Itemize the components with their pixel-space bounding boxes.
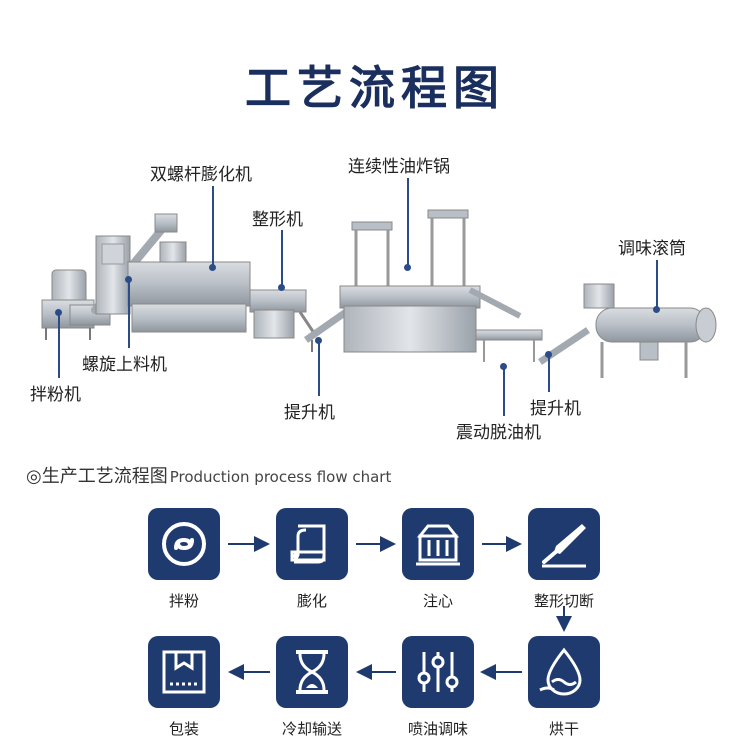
leader-line (281, 230, 283, 286)
leader-dot (545, 351, 552, 358)
elevator-1-machine (303, 309, 349, 352)
step-puffing: 膨化 (274, 508, 350, 611)
leader-dot (500, 363, 507, 370)
knife-icon (542, 524, 586, 568)
shaper-machine (249, 289, 318, 339)
leader-dot (125, 276, 132, 283)
leader-line (503, 366, 505, 416)
scroll-icon (290, 524, 326, 564)
swirl-icon (162, 522, 206, 566)
step-tile (276, 636, 348, 708)
step-label: 注心 (422, 592, 453, 610)
leader-line (548, 354, 550, 392)
leader-dot (55, 309, 62, 316)
step-oil-seasoning: 喷油调味 (400, 636, 476, 739)
water-drop-icon (539, 647, 582, 696)
step-cooling-conveying: 冷却输送 (274, 636, 350, 739)
leader-line (128, 278, 130, 348)
leader-dot (653, 306, 660, 313)
sliders-icon (417, 652, 459, 692)
step-tile (148, 636, 220, 708)
subtitle-zh: 生产工艺流程图 (41, 466, 168, 487)
step-label: 冷却输送 (281, 720, 342, 738)
seasoning-drum-machine (583, 283, 717, 378)
fryer-machine (339, 209, 522, 353)
leader-line (212, 186, 214, 266)
step-label: 膨化 (296, 592, 327, 610)
subtitle-symbol: ◎ (26, 466, 42, 487)
leader-line (407, 178, 409, 266)
step-label: 拌粉 (168, 592, 199, 610)
step-tile (528, 636, 600, 708)
label-fryer: 连续性油炸锅 (348, 157, 450, 177)
label-elevator-1: 提升机 (284, 403, 335, 423)
label-deoiler: 震动脱油机 (456, 423, 541, 443)
leader-line (656, 260, 658, 308)
package-icon (162, 650, 206, 694)
step-label: 整形切断 (533, 592, 594, 610)
leader-line (58, 312, 60, 378)
label-shaper: 整形机 (252, 210, 303, 230)
deoiler-machine (475, 329, 543, 362)
page-title: 工艺流程图 (245, 61, 505, 115)
step-label: 喷油调味 (407, 720, 468, 738)
step-tile (402, 636, 474, 708)
step-label: 烘干 (548, 720, 579, 738)
label-mixer: 拌粉机 (30, 385, 81, 405)
step-packaging: 包装 (146, 636, 222, 739)
step-drying: 烘干 (526, 636, 602, 739)
label-seasoning-drum: 调味滚筒 (618, 239, 686, 259)
hourglass-icon (296, 650, 328, 694)
subtitle-en: Production process flow chart (169, 468, 392, 486)
step-tile (402, 508, 474, 580)
label-screw-feeder: 螺旋上料机 (82, 355, 167, 375)
leader-line (318, 340, 320, 396)
step-label: 包装 (168, 720, 199, 738)
machine-icon (416, 524, 460, 566)
step-shaping-cutting: 整形切断 (526, 508, 602, 611)
step-tile (276, 508, 348, 580)
extruder-machine (95, 235, 251, 333)
label-elevator-2: 提升机 (530, 399, 581, 419)
step-tile (148, 508, 220, 580)
step-filling: 注心 (400, 508, 476, 611)
step-mixing: 拌粉 (146, 508, 222, 611)
production-line-illustration (41, 209, 717, 378)
label-extruder: 双螺杆膨化机 (150, 165, 252, 185)
leader-dot (209, 264, 216, 271)
leader-dot (315, 337, 322, 344)
leader-dot (278, 284, 285, 291)
leader-dot (404, 264, 411, 271)
step-tile (528, 508, 600, 580)
